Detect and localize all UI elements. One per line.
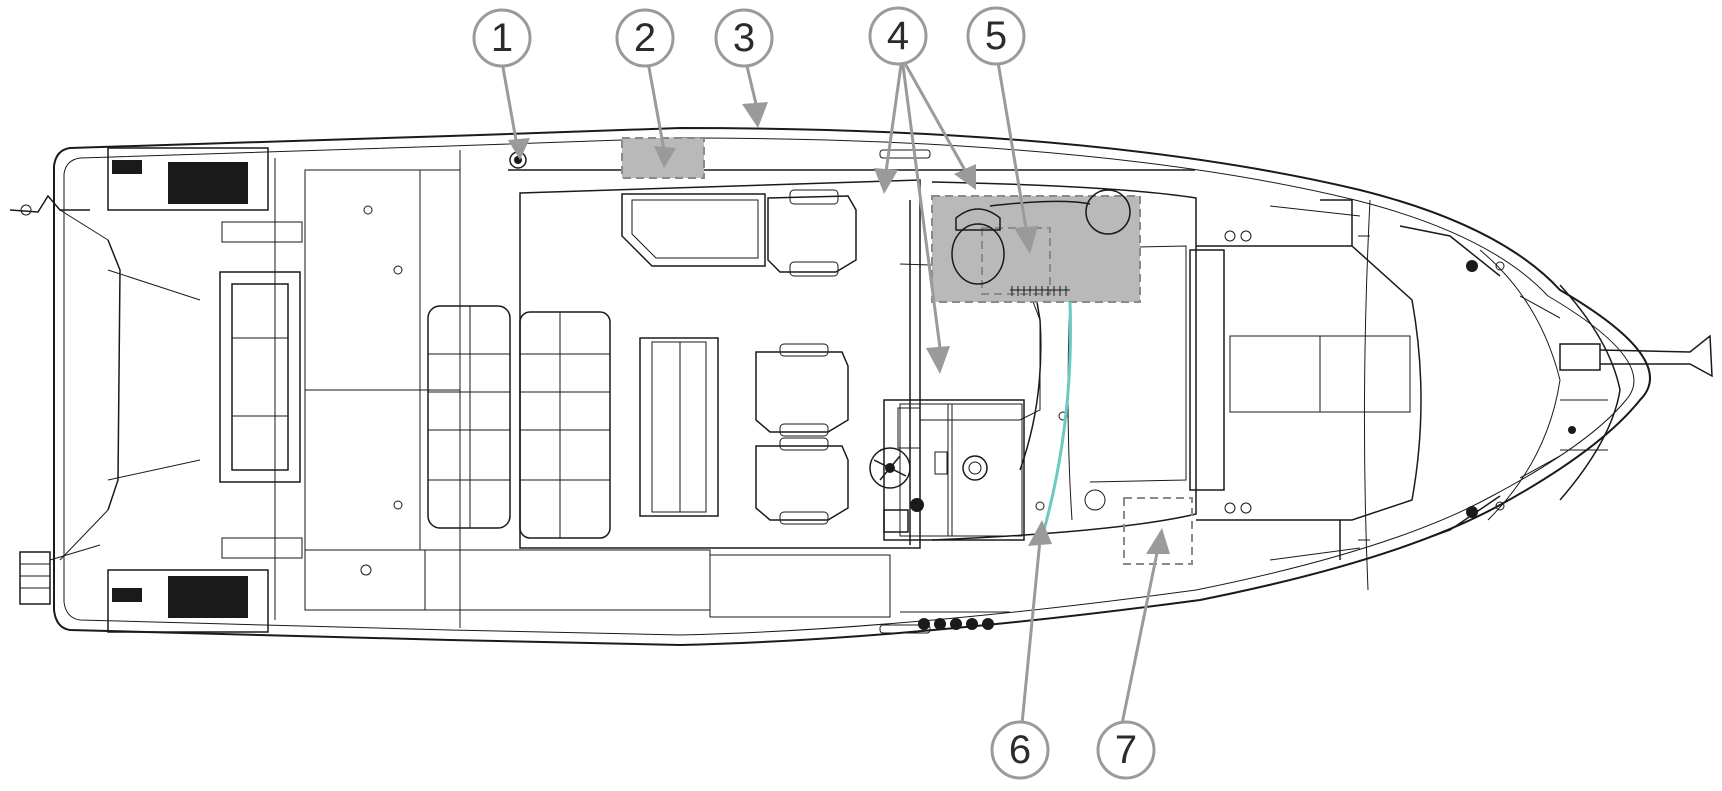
stern-platform: [9, 147, 303, 633]
helm-dashboard: [869, 399, 1025, 541]
bow-cleat-port: [1399, 225, 1501, 277]
callout-4-label: 4: [887, 14, 909, 58]
bow-lounge: [1189, 199, 1713, 560]
seat-aft: [755, 437, 849, 525]
aft-sofa: [427, 305, 611, 539]
toilet-icon: [951, 208, 1005, 285]
seat-forward: [767, 189, 857, 277]
callout-7: 7: [1096, 720, 1156, 780]
steering-wheel: [869, 447, 911, 489]
callout-2-label: 2: [634, 16, 656, 60]
boarding-ladder: [19, 544, 101, 605]
aft-cockpit: [304, 169, 891, 618]
water-line-6: [1042, 301, 1072, 531]
callout-5: 5: [966, 6, 1026, 66]
callout-1-label: 1: [491, 16, 513, 60]
zone-7-storage-outline: [1123, 497, 1193, 565]
side-deck-details: [509, 149, 1370, 634]
compartment-vent: [1011, 286, 1067, 296]
hull-outline: [53, 126, 1651, 647]
leader-lines: [500, 57, 1170, 725]
callout-6: 6: [990, 720, 1050, 780]
zone-5-toilet-compartment: [931, 189, 1141, 303]
callout-3: 3: [714, 8, 774, 68]
callout-7-label: 7: [1115, 728, 1137, 772]
helm-seats: [755, 189, 857, 525]
callout-4: 4: [868, 6, 928, 66]
callout-2: 2: [615, 8, 675, 68]
fuel-fillers: [918, 618, 994, 630]
callout-1: 1: [472, 8, 532, 68]
seat-mid: [755, 343, 849, 437]
callout-6-label: 6: [1009, 728, 1031, 772]
callout-3-label: 3: [733, 16, 755, 60]
stern-vent-grille-bottom: [221, 537, 303, 559]
callout-5-label: 5: [985, 14, 1007, 58]
stern-vent-grille-top: [221, 221, 303, 243]
bow-cleat-starboard: [1399, 495, 1501, 549]
